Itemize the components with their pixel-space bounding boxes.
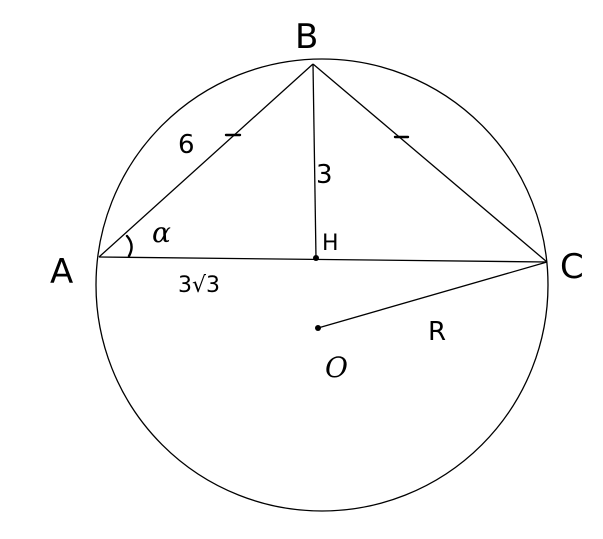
side-ac (98, 256, 548, 263)
angle-arc (125, 234, 133, 258)
point-o-dot (315, 325, 321, 331)
radius-oc (317, 261, 548, 329)
label-a: A (50, 252, 73, 292)
label-height: 3 (316, 160, 333, 190)
label-o: O (325, 351, 348, 384)
label-h: H (322, 231, 339, 256)
side-bc (312, 63, 548, 263)
label-side-ab: 6 (178, 130, 195, 160)
point-h-dot (313, 255, 319, 261)
circumcircle (95, 58, 549, 512)
label-segment-ah: 3√3 (178, 273, 220, 298)
height-bh (312, 63, 317, 259)
label-angle: α (152, 216, 171, 249)
label-b: B (295, 17, 318, 57)
label-radius: R (428, 317, 446, 347)
label-c: C (560, 247, 584, 287)
side-ab (98, 63, 314, 258)
